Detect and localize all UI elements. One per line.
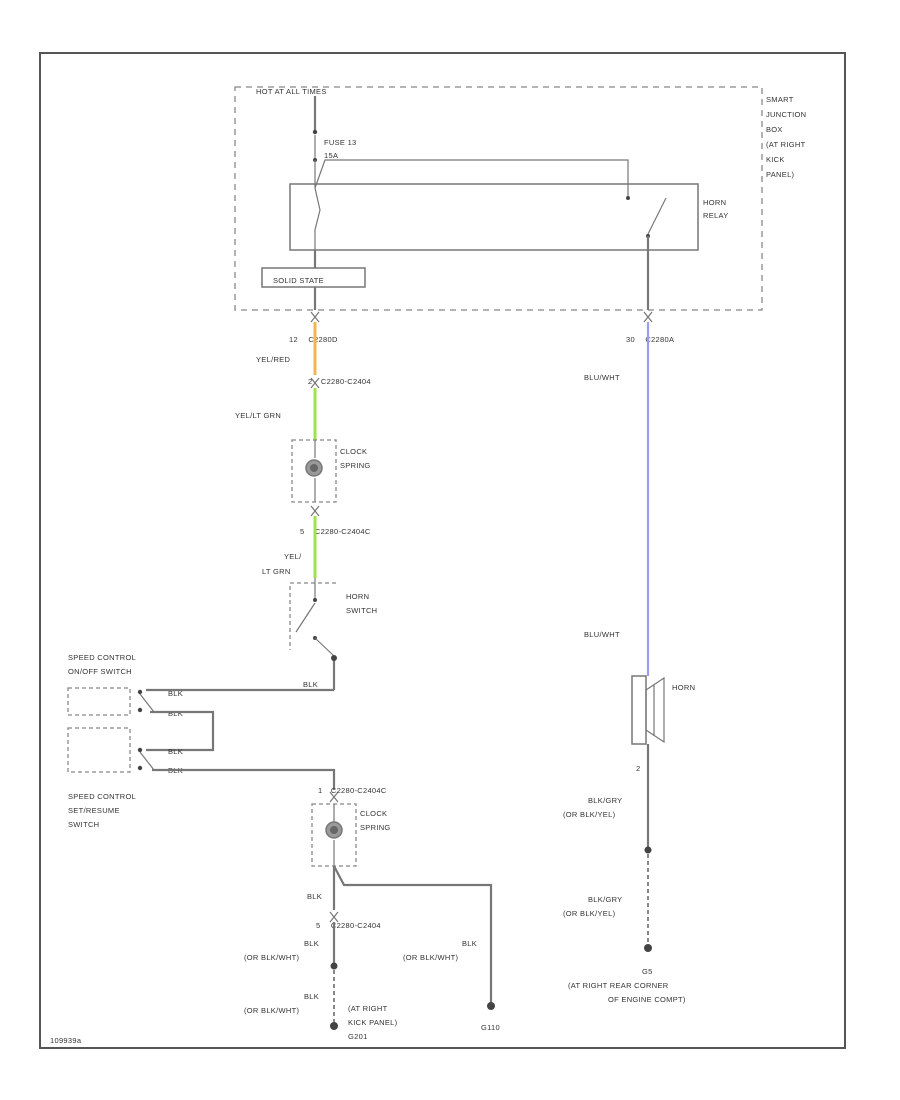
switch-wire-label-3: BLK — [168, 747, 183, 756]
switch-wire-label-1: BLK — [168, 689, 183, 698]
diagram-frame — [39, 52, 846, 1049]
horn-pin-label: 2 — [636, 764, 640, 773]
ground-wire-right-label: BLK (OR BLK/WHT) — [403, 939, 479, 962]
ground-wire-horn-label-2: BLK/GRY (OR BLK/YEL) — [563, 895, 625, 918]
clock-spring-lower — [311, 803, 357, 867]
wire-blu-wht-label-2: BLU/WHT — [584, 630, 620, 639]
speed-control-set-resume-label: SPEED CONTROL SET/RESUME SWITCH — [68, 792, 138, 829]
connector-c2280d — [310, 311, 320, 323]
wire-yel-lt-grn-2-label: YEL/ LT GRN — [262, 552, 304, 576]
connector-c2404c-lower — [329, 791, 339, 803]
clock-spring-lower-label: CLOCK SPRING — [360, 809, 391, 832]
horn-switch-label: HORN SWITCH — [346, 592, 377, 615]
solid-state-label: SOLID STATE — [273, 276, 324, 285]
sjb-label: SMART JUNCTION BOX (AT RIGHT KICK PANEL) — [766, 95, 809, 179]
connector-c2404c-upper — [310, 505, 320, 517]
horn-switch — [289, 578, 337, 690]
connector-c2404 — [310, 377, 320, 389]
switch-wire-label-2: BLK — [168, 709, 183, 718]
connector-c2404c-lower-label: 1 C2280-C2404C — [318, 786, 387, 795]
connector-c2404-lower — [329, 911, 339, 923]
clock-spring-upper-label: CLOCK SPRING — [340, 447, 371, 470]
ground-wire-left-label-2: BLK (OR BLK/WHT) — [244, 992, 321, 1015]
horn — [631, 675, 665, 745]
g110-label: G110 — [481, 1023, 500, 1032]
figure-id: 109939a — [50, 1036, 82, 1045]
smart-junction-box-outline — [234, 86, 763, 311]
connector-c2280a-label: 30 C2280A — [626, 335, 674, 344]
clock-spring-upper — [291, 439, 337, 503]
connector-c2404c-upper-label: 5 C2280-C2404C — [300, 527, 371, 536]
blk-wire-label-1: BLK — [303, 680, 318, 689]
wire-yel-red-label: YEL/RED — [256, 355, 290, 364]
connector-c2280d-label: 12 C2280D — [289, 335, 338, 344]
g5-label: G5 (AT RIGHT REAR CORNER OF ENGINE COMPT… — [568, 967, 686, 1004]
ground-wire-horn-label-1: BLK/GRY (OR BLK/YEL) — [563, 796, 625, 819]
g201-label: (AT RIGHT KICK PANEL) G201 — [348, 1004, 400, 1041]
fuse-13 — [313, 135, 317, 162]
wire-yel-lt-grn-label: YEL/LT GRN — [235, 411, 281, 420]
ground-wire-left-label: BLK (OR BLK/WHT) — [244, 939, 321, 962]
hot-at-all-times-label: HOT AT ALL TIMES — [256, 87, 327, 96]
wire-blu-wht-label-1: BLU/WHT — [584, 373, 620, 382]
speed-control-on-off-label: SPEED CONTROL ON/OFF SWITCH — [68, 653, 138, 676]
blk-wire-label-2: BLK — [307, 892, 322, 901]
connector-c2404-lower-label: 5 C2280-C2404 — [316, 921, 381, 930]
fuse-13-label: FUSE 13 15A — [324, 138, 359, 160]
connector-c2280a — [643, 311, 653, 323]
horn-label: HORN — [672, 683, 695, 692]
horn-relay-box — [289, 183, 699, 251]
solid-state-module — [261, 267, 366, 288]
speed-control-on-off-switch — [67, 687, 155, 716]
horn-relay-label: HORN RELAY — [703, 198, 729, 220]
horn-relay-contact — [646, 197, 667, 238]
connector-c2404-label: 2 C2280-C2404 — [308, 377, 371, 386]
speed-control-set-resume-switch — [67, 727, 155, 773]
